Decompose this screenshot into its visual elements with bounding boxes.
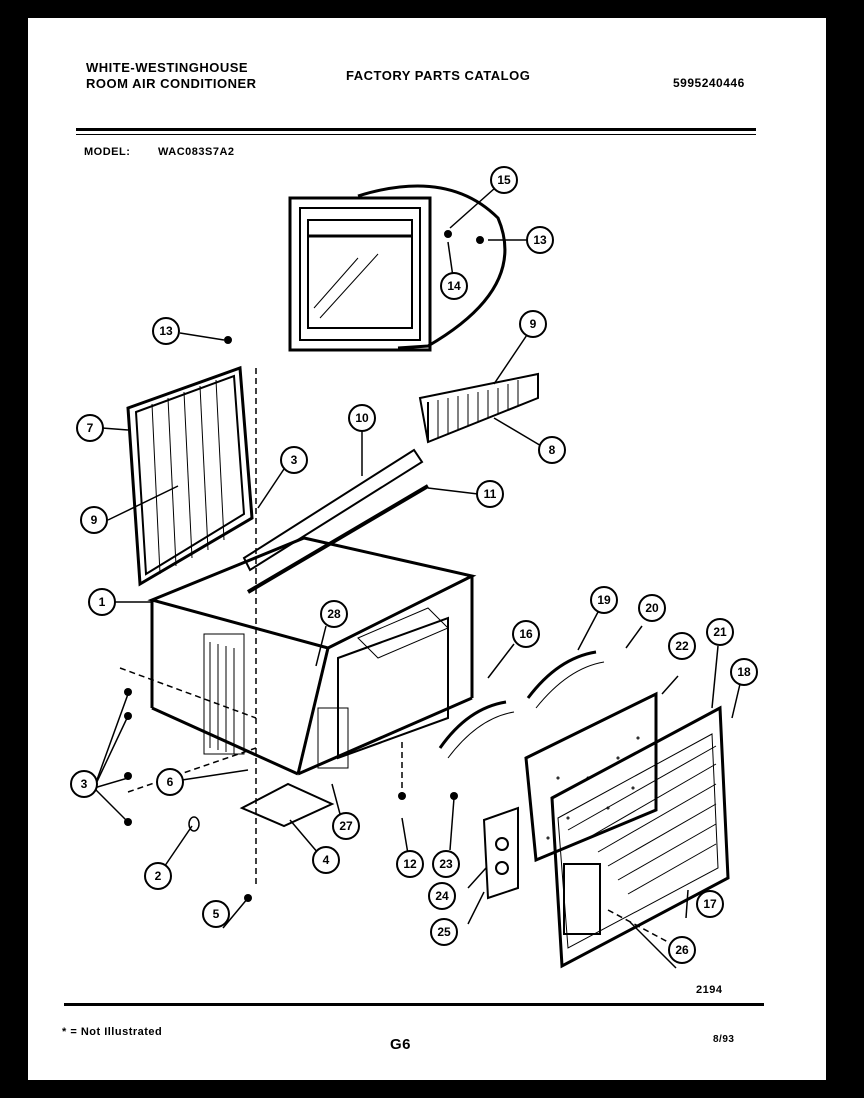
svg-text:6: 6 (167, 775, 174, 789)
catalog-title: FACTORY PARTS CATALOG (346, 68, 531, 83)
model-label: MODEL: (84, 146, 131, 158)
callout-17: 17 (696, 890, 724, 918)
svg-text:3: 3 (291, 453, 298, 467)
svg-text:28: 28 (327, 607, 341, 621)
callout-22: 22 (668, 632, 696, 660)
callout-5: 5 (202, 900, 230, 928)
svg-text:9: 9 (530, 317, 537, 331)
top-rail (242, 448, 430, 594)
callout-24: 24 (428, 882, 456, 910)
date-code: 8/93 (713, 1034, 735, 1045)
footer-rule (64, 1003, 764, 1006)
svg-text:5: 5 (213, 907, 220, 921)
model-value: WAC083S7A2 (158, 146, 235, 158)
base-pan (239, 782, 335, 828)
side-panel-left (126, 336, 254, 587)
svg-text:15: 15 (497, 173, 511, 187)
svg-text:9: 9 (91, 513, 98, 527)
callout-11: 11 (476, 480, 504, 508)
svg-text:27: 27 (339, 819, 353, 833)
figure-id: 2194 (696, 984, 723, 996)
svg-text:10: 10 (355, 411, 369, 425)
catalog-sheet: WHITE-WESTINGHOUSE ROOM AIR CONDITIONER … (28, 18, 826, 1080)
callout-13-top: 13 (526, 226, 554, 254)
callout-12: 12 (396, 850, 424, 878)
page-code: G6 (390, 1036, 412, 1053)
svg-text:13: 13 (159, 324, 173, 338)
vent-louver (418, 372, 539, 444)
callout-27: 27 (332, 812, 360, 840)
callout-28: 28 (320, 600, 348, 628)
svg-text:18: 18 (737, 665, 751, 679)
cabinet (147, 536, 477, 776)
svg-text:13: 13 (533, 233, 547, 247)
brand-line-2: ROOM AIR CONDITIONER (86, 76, 257, 91)
header-rule (76, 128, 756, 131)
callout-4: 4 (312, 846, 340, 874)
svg-text:25: 25 (437, 925, 451, 939)
brand-line-1: WHITE-WESTINGHOUSE (86, 60, 249, 75)
callout-15: 15 (490, 166, 518, 194)
callout-14: 14 (440, 272, 468, 300)
callout-19: 19 (590, 586, 618, 614)
callout-26: 26 (668, 936, 696, 964)
callout-16: 16 (512, 620, 540, 648)
svg-text:19: 19 (597, 593, 611, 607)
svg-text:4: 4 (323, 853, 330, 867)
svg-text:22: 22 (675, 639, 689, 653)
exploded-parts-diagram: 15 13 14 13 9 7 9 8 10 3 11 1 28 16 19 2… (70, 166, 758, 969)
svg-text:11: 11 (484, 487, 497, 501)
callout-13-left: 13 (152, 317, 180, 345)
svg-text:21: 21 (713, 625, 727, 639)
footnote: * = Not Illustrated (62, 1026, 163, 1038)
svg-text:26: 26 (675, 943, 689, 957)
svg-text:16: 16 (519, 627, 533, 641)
callout-8: 8 (538, 436, 566, 464)
callout-10: 10 (348, 404, 376, 432)
callout-group: 15 13 14 13 9 7 9 8 10 3 11 1 28 16 19 2… (70, 166, 758, 964)
svg-text:14: 14 (447, 279, 461, 293)
callout-1: 1 (88, 588, 116, 616)
front-grille-frame (288, 184, 507, 352)
air-deflector-blades (438, 650, 605, 759)
callout-9-left: 9 (80, 506, 108, 534)
front-panel (550, 705, 730, 969)
callout-9-right: 9 (519, 310, 547, 338)
svg-text:24: 24 (435, 889, 449, 903)
callout-6: 6 (156, 768, 184, 796)
control-panel (482, 806, 519, 900)
callout-2: 2 (144, 862, 172, 890)
callout-3-bottom: 3 (70, 770, 98, 798)
document-number: 5995240446 (673, 76, 745, 90)
callout-7: 7 (76, 414, 104, 442)
callout-3-top: 3 (280, 446, 308, 474)
header-rule-thin (76, 134, 756, 135)
svg-text:2: 2 (155, 869, 162, 883)
svg-text:1: 1 (99, 595, 106, 609)
svg-text:7: 7 (87, 421, 94, 435)
callout-18: 18 (730, 658, 758, 686)
callout-23: 23 (432, 850, 460, 878)
svg-text:20: 20 (645, 601, 659, 615)
svg-text:23: 23 (439, 857, 453, 871)
callout-21: 21 (706, 618, 734, 646)
svg-text:12: 12 (403, 857, 417, 871)
svg-text:17: 17 (703, 897, 717, 911)
svg-text:8: 8 (549, 443, 556, 457)
callout-20: 20 (638, 594, 666, 622)
callout-25: 25 (430, 918, 458, 946)
svg-text:3: 3 (81, 777, 88, 791)
